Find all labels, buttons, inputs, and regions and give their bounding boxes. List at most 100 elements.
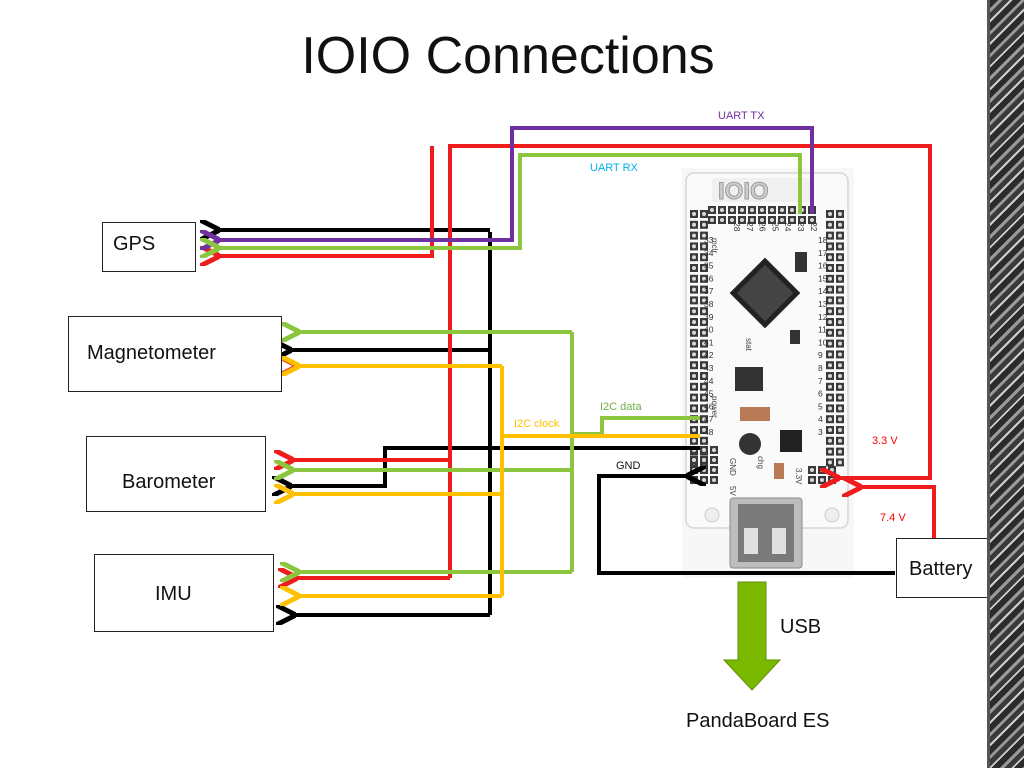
component-cap-2 bbox=[774, 463, 784, 479]
pin-hole bbox=[702, 341, 706, 346]
slide-title: IOIO Connections bbox=[301, 27, 715, 85]
pandaboard-label: PandaBoard ES bbox=[686, 710, 830, 732]
pin-hole bbox=[730, 218, 734, 222]
pin-hole bbox=[720, 218, 724, 222]
gps-box: GPS bbox=[102, 222, 196, 272]
pin-hole bbox=[838, 460, 842, 465]
component-ic-2 bbox=[780, 430, 802, 452]
pin-hole bbox=[702, 320, 706, 324]
pin-hole bbox=[838, 363, 842, 368]
pin-hole bbox=[780, 208, 784, 212]
pin-hole bbox=[692, 330, 696, 335]
pin-label: 25 bbox=[770, 222, 780, 232]
pin-hole bbox=[838, 374, 842, 378]
component-regulator bbox=[735, 367, 763, 391]
pin-label: 40 bbox=[704, 325, 714, 335]
wires-i2c-clock bbox=[290, 366, 700, 596]
pin-label: 7 bbox=[818, 376, 823, 386]
pin-label: 17 bbox=[818, 248, 828, 258]
pin-hole bbox=[838, 266, 842, 270]
pin-hole bbox=[702, 458, 706, 462]
pin-hole bbox=[828, 374, 832, 378]
pin-hole bbox=[702, 352, 706, 357]
pin-hole bbox=[828, 395, 832, 400]
uart-rx-label: UART RX bbox=[590, 162, 638, 174]
pin-label: 42 bbox=[704, 350, 714, 360]
pin-hole bbox=[720, 208, 724, 212]
pin-hole bbox=[828, 330, 832, 335]
pin-hole bbox=[702, 417, 706, 422]
pin-hole bbox=[712, 478, 716, 482]
pin-label: 48 bbox=[704, 427, 714, 437]
pin-hole bbox=[828, 438, 832, 443]
pin-hole bbox=[712, 458, 716, 462]
pin-hole bbox=[828, 266, 832, 270]
usb-arrow-icon bbox=[722, 581, 782, 691]
pin-hole bbox=[810, 218, 814, 222]
pins-top bbox=[708, 206, 816, 224]
pin-label: 33 bbox=[704, 235, 714, 245]
main-chip bbox=[729, 257, 801, 329]
label-stat: stat bbox=[744, 338, 753, 352]
pin-hole bbox=[828, 287, 832, 292]
pin-hole bbox=[838, 255, 842, 260]
pin-hole bbox=[828, 363, 832, 368]
pin-label: 10 bbox=[818, 337, 828, 347]
battery-label: Battery bbox=[909, 558, 973, 580]
pin-label: 47 bbox=[704, 414, 714, 424]
pin-hole bbox=[760, 218, 764, 222]
pin-hole bbox=[702, 363, 706, 368]
pin-hole bbox=[702, 330, 706, 335]
pin-hole bbox=[770, 218, 774, 222]
pin-hole bbox=[710, 218, 714, 222]
pin-hole bbox=[780, 218, 784, 222]
pin-hole bbox=[790, 218, 794, 222]
pin-hole bbox=[702, 255, 706, 260]
pin-hole bbox=[702, 244, 706, 249]
label-5v-pin: 5V bbox=[728, 486, 737, 496]
pin-label: 35 bbox=[704, 261, 714, 271]
pin-label: 45 bbox=[704, 389, 714, 399]
pin-label: 11 bbox=[818, 325, 827, 335]
wire-battery-gnd bbox=[597, 476, 895, 575]
pin-label: 3 bbox=[818, 427, 823, 437]
pin-label: 23 bbox=[796, 222, 806, 232]
pin-hole bbox=[838, 384, 842, 389]
pin-hole bbox=[828, 352, 832, 357]
pin-hole bbox=[828, 255, 832, 260]
pin-hole bbox=[838, 417, 842, 422]
pin-hole bbox=[740, 218, 744, 222]
pin-hole bbox=[702, 233, 706, 238]
pin-hole bbox=[702, 448, 706, 452]
pin-hole bbox=[712, 448, 716, 452]
pin-hole bbox=[828, 276, 832, 281]
i2c-data-label: I2C data bbox=[600, 401, 642, 413]
pin-hole bbox=[828, 428, 832, 432]
pin-hole bbox=[692, 395, 696, 400]
pin-hole bbox=[828, 449, 832, 454]
i2c-clock-label: I2C clock bbox=[514, 418, 560, 430]
barometer-box: Barometer bbox=[86, 436, 266, 512]
pin-hole bbox=[692, 341, 696, 346]
pin-hole bbox=[838, 395, 842, 400]
pin-hole bbox=[702, 374, 706, 378]
wire-uart-rx bbox=[216, 153, 802, 248]
pin-hole bbox=[692, 352, 696, 357]
pin-hole bbox=[702, 287, 706, 292]
pin-hole bbox=[692, 287, 696, 292]
pin-hole bbox=[838, 244, 842, 249]
pin-label: 18 bbox=[818, 235, 828, 245]
pin-hole bbox=[702, 212, 706, 216]
board-logo-bg bbox=[712, 178, 812, 202]
magnetometer-label: Magnetometer bbox=[87, 342, 216, 364]
pin-hole bbox=[838, 222, 842, 227]
component-inductor bbox=[739, 433, 761, 455]
v74-label: 7.4 V bbox=[880, 512, 906, 524]
pin-hole bbox=[828, 460, 832, 465]
pin-hole bbox=[828, 244, 832, 249]
pin-hole bbox=[702, 298, 706, 303]
pin-label: 22 bbox=[809, 222, 819, 232]
